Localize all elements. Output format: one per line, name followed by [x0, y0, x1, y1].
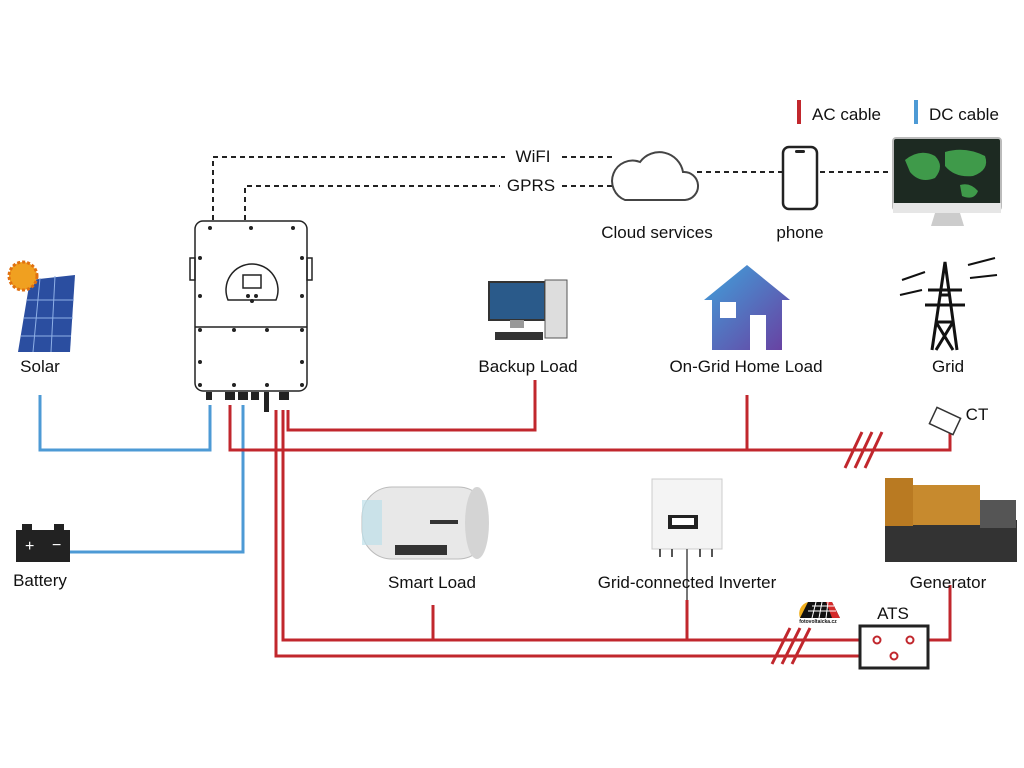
wifi-label: WiFI: [511, 147, 555, 167]
battery-label: Battery: [13, 571, 67, 590]
gprs-label: GPRS: [502, 176, 560, 196]
ct-sensor-icon: [928, 406, 962, 436]
watermark-text: fotovoltaicka.cz: [799, 619, 837, 625]
hash-mark-grid: [843, 431, 884, 469]
grid-cable: [228, 405, 952, 452]
dc-cables: [38, 395, 245, 554]
house-icon: [704, 265, 790, 350]
load-bus-cable: [281, 410, 877, 642]
hybrid-inverter-icon: [189, 220, 313, 412]
grid-tie-inverter-icon: [651, 478, 723, 600]
generator-icon: [885, 478, 1017, 562]
hash-mark-ats: [770, 627, 812, 665]
svg-text:−: −: [52, 537, 61, 554]
ats-switch: [858, 624, 930, 670]
power-pylon-icon: [899, 257, 998, 351]
phone-label: phone: [776, 223, 824, 242]
svg-text:+: +: [25, 538, 34, 555]
grid-label: Grid: [931, 357, 965, 376]
dc-legend-mark: [914, 100, 918, 124]
solar-label: Solar: [20, 357, 60, 376]
cloud-services-label: Cloud services: [601, 223, 713, 242]
dc-cable-legend: DC cable: [929, 105, 999, 124]
ac-legend-mark: [797, 100, 801, 124]
smart-load-label: Smart Load: [388, 573, 476, 592]
ac-cables: [228, 380, 952, 665]
backup-load-cable: [286, 380, 537, 432]
backup-load-label: Backup Load: [478, 357, 578, 376]
home-load-label: On-Grid Home Load: [669, 357, 823, 376]
smart-water-heater-icon: [361, 486, 489, 560]
phone-icon: [781, 145, 819, 211]
battery-cable: [70, 405, 245, 554]
grid-inverter-label: Grid-connected Inverter: [597, 573, 777, 592]
wifi-line: [212, 156, 612, 220]
ats-label: ATS: [877, 604, 909, 623]
desktop-computer-icon: [488, 279, 568, 340]
communication-lines: [212, 156, 895, 220]
computer-monitor-icon: [892, 137, 1002, 226]
generator-label: Generator: [909, 573, 987, 592]
cloud-icon: [611, 151, 700, 201]
ac-cable-legend: AC cable: [812, 105, 881, 124]
solar-panel-icon: [7, 260, 75, 353]
watermark-logo: [799, 601, 840, 619]
gprs-line: [244, 185, 612, 220]
ct-label: CT: [965, 405, 989, 424]
battery-icon: + −: [16, 524, 70, 562]
solar-cable: [38, 395, 212, 452]
ats-output-cable: [274, 410, 894, 658]
